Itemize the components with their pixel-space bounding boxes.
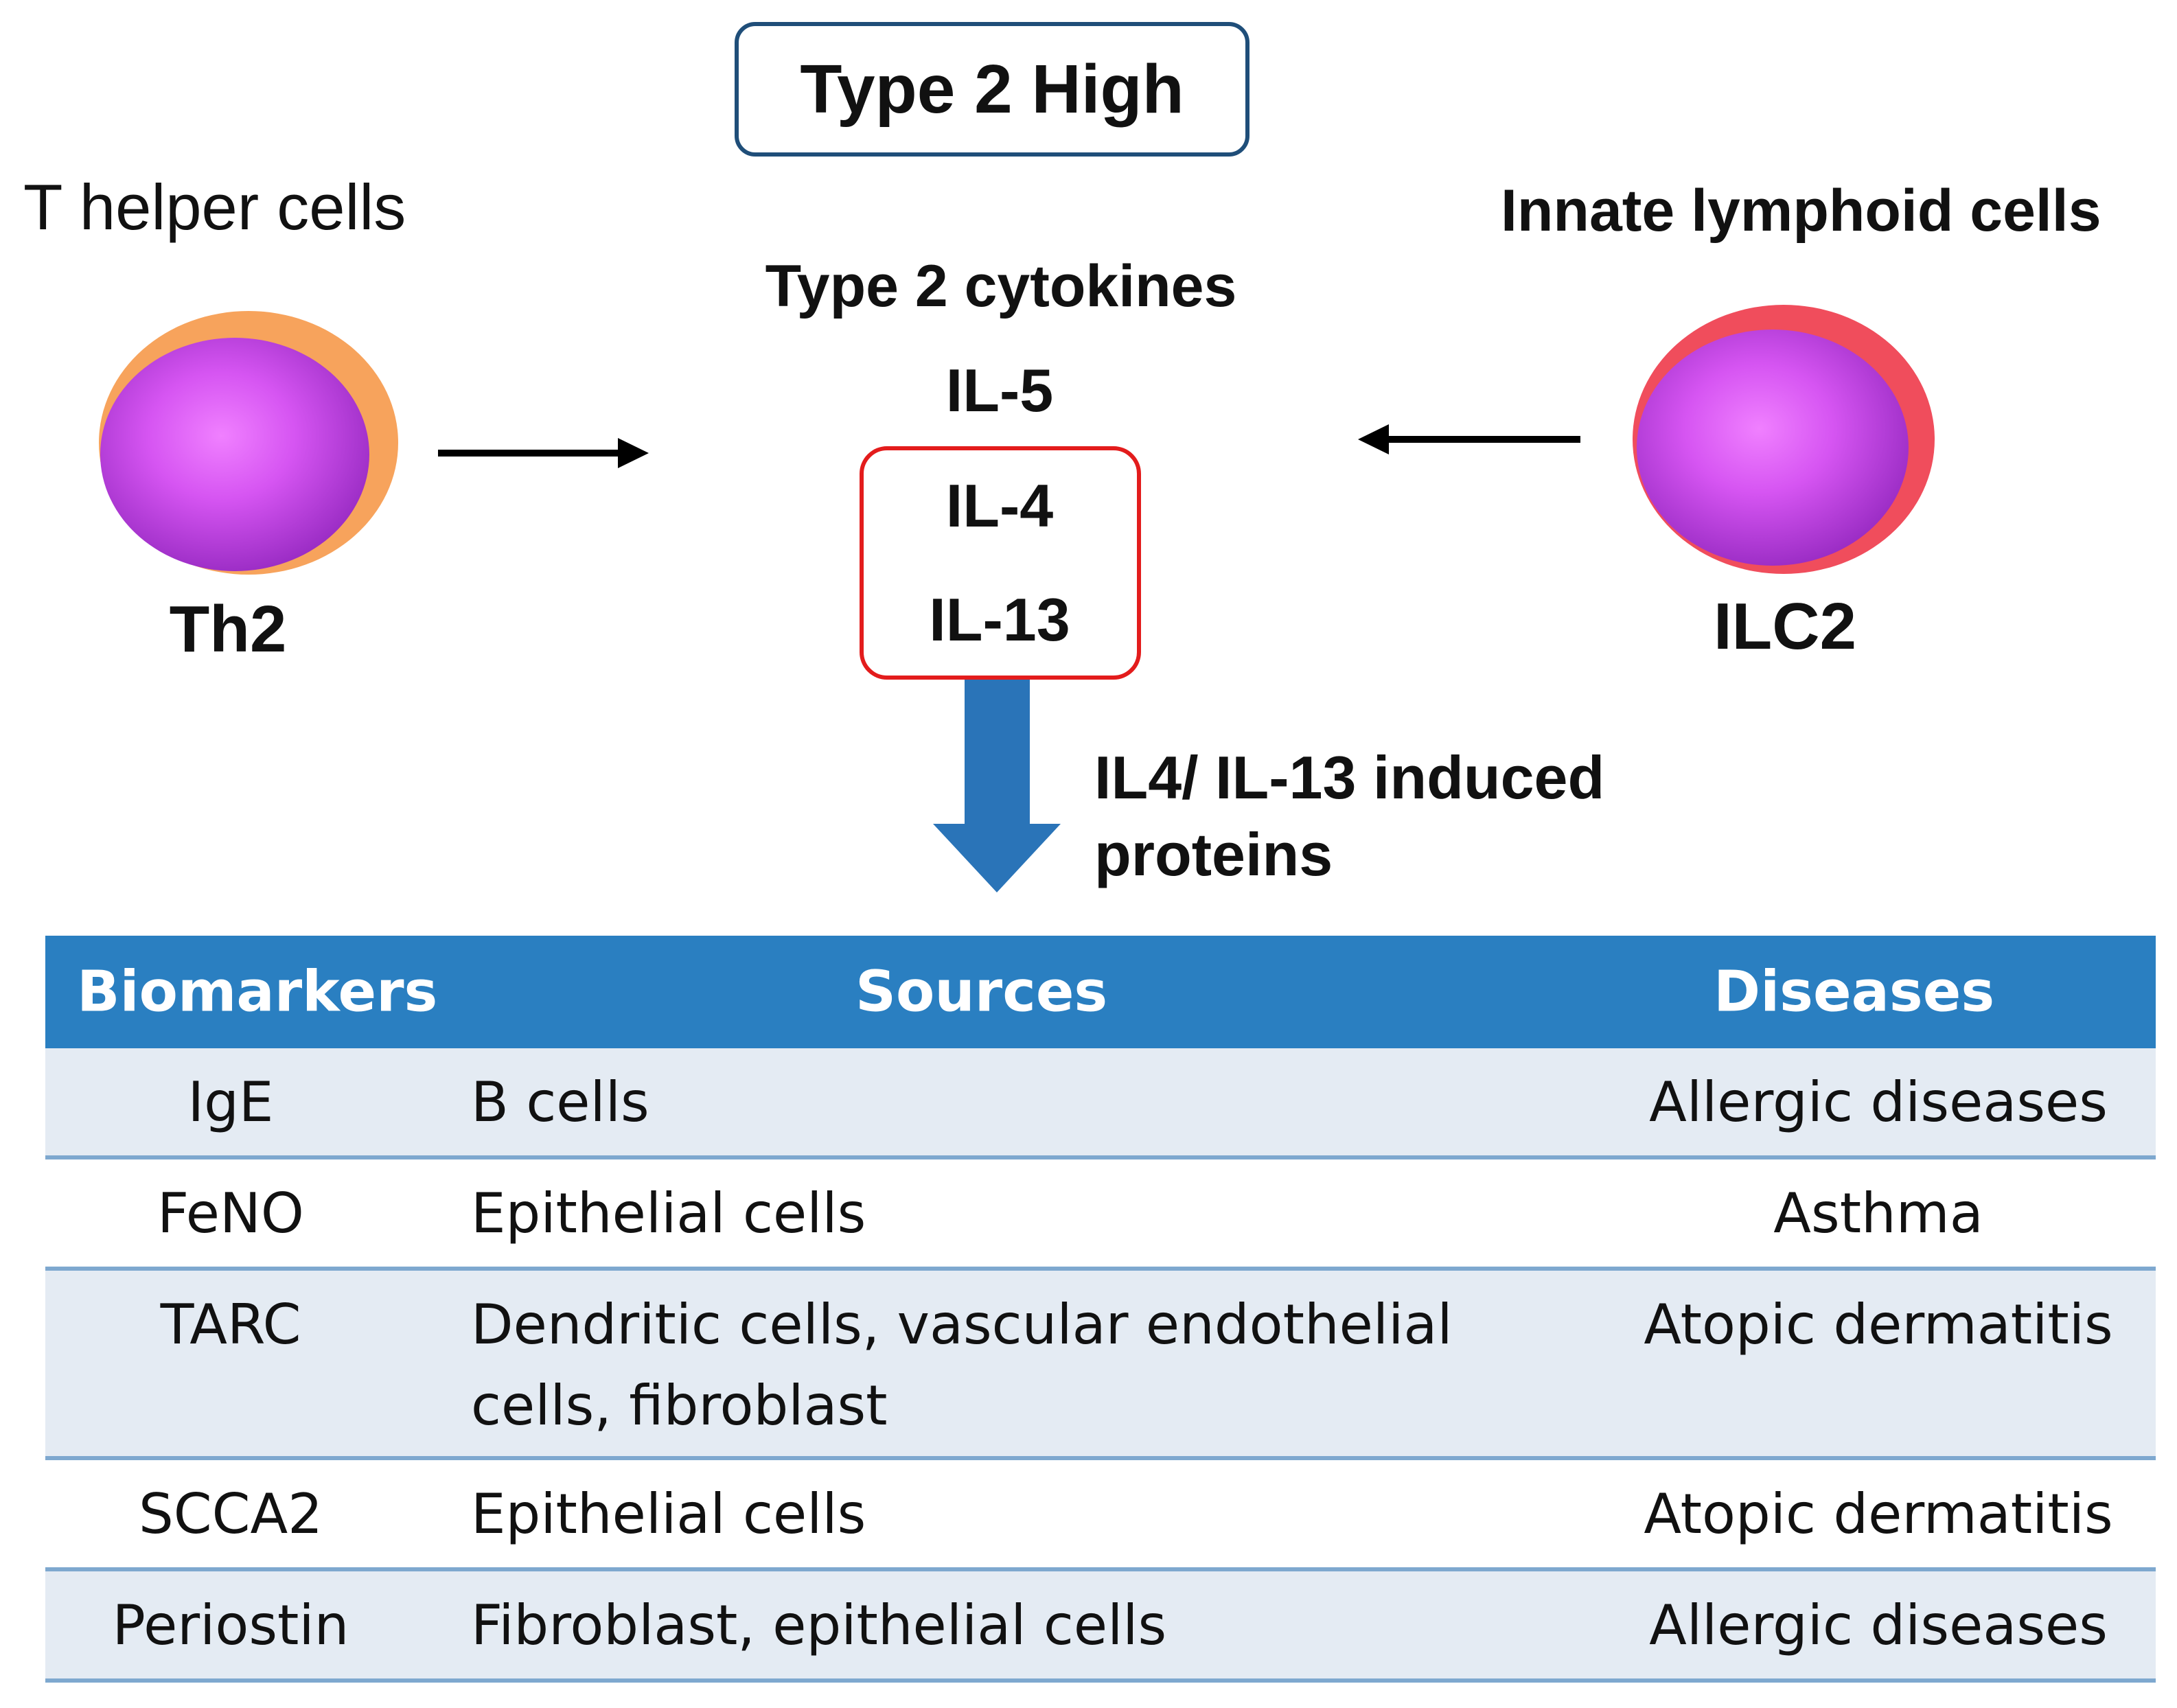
cell-source: Epithelial cells — [471, 1181, 866, 1245]
cell-disease: Asthma — [1773, 1181, 1983, 1245]
diagram-title: Type 2 High — [735, 22, 1249, 157]
induced-proteins-label-line1: IL4/ IL-13 induced — [1094, 743, 1605, 811]
cell-disease: Allergic diseases — [1649, 1593, 2108, 1657]
induced-proteins-label-line2: proteins — [1094, 820, 1333, 888]
cell-source: B cells — [471, 1070, 649, 1134]
table-header: Biomarkers Sources Diseases — [45, 936, 2156, 1048]
ilc2-label: ILC2 — [1713, 590, 1857, 663]
cytokine-il13: IL-13 — [929, 586, 1070, 654]
cell-disease: Atopic dermatitis — [1644, 1293, 2113, 1357]
header-diseases: Diseases — [1714, 959, 1995, 1025]
innate-lymphoid-cells-label: Innate lymphoid cells — [1501, 178, 2101, 244]
header-sources: Sources — [855, 959, 1108, 1025]
cell-disease: Allergic diseases — [1649, 1070, 2108, 1134]
header-biomarkers: Biomarkers — [77, 959, 438, 1025]
cell-biomarker: SCCA2 — [138, 1482, 323, 1546]
down-arrow-icon — [933, 678, 1061, 892]
cell-source: Fibroblast, epithelial cells — [471, 1593, 1167, 1657]
cell-biomarker: TARC — [160, 1293, 301, 1357]
cell-source-line2: cells, fibroblast — [471, 1374, 888, 1438]
th2-label: Th2 — [169, 592, 287, 666]
table-row: FeNO Epithelial cells Asthma — [45, 1159, 2156, 1271]
t-helper-cells-label: T helper cells — [23, 171, 406, 243]
cell-biomarker: Periostin — [112, 1593, 349, 1657]
cell-biomarker: IgE — [187, 1070, 274, 1134]
table-row: IgE B cells Allergic diseases — [45, 1048, 2156, 1159]
arrow-left-icon — [1358, 424, 1580, 454]
th2-cell-icon — [99, 311, 398, 575]
cytokines-heading: Type 2 cytokines — [765, 253, 1237, 319]
diagram-graphics — [99, 305, 1935, 892]
cytokine-il4: IL-4 — [945, 472, 1054, 540]
ilc2-cell-icon — [1633, 305, 1935, 574]
cell-source: Dendritic cells, vascular endothelial — [471, 1293, 1453, 1357]
table-row: SCCA2 Epithelial cells Atopic dermatitis — [45, 1460, 2156, 1571]
cytokine-il5: IL-5 — [945, 356, 1054, 424]
cell-source: Epithelial cells — [471, 1482, 866, 1546]
il4-il13-box — [860, 446, 1141, 680]
table-row: Periostin Fibroblast, epithelial cells A… — [45, 1571, 2156, 1683]
arrow-right-icon — [438, 438, 649, 468]
cell-disease: Atopic dermatitis — [1644, 1482, 2113, 1546]
table-row: TARC Dendritic cells, vascular endotheli… — [45, 1271, 2156, 1460]
cell-biomarker: FeNO — [157, 1181, 304, 1245]
biomarker-table: Biomarkers Sources Diseases IgE B cells … — [45, 936, 2156, 1683]
